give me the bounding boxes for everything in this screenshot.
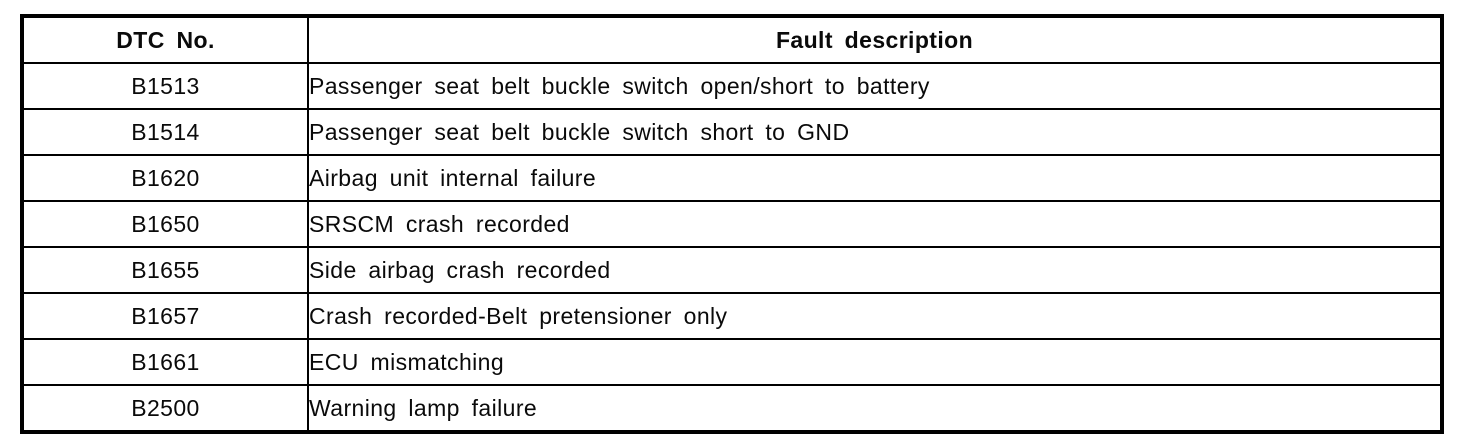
fault-description-cell: Passenger seat belt buckle switch open/s… — [307, 62, 1443, 110]
table-row: B1513 Passenger seat belt buckle switch … — [21, 62, 1443, 110]
fault-description-cell: SRSCM crash recorded — [307, 200, 1443, 248]
dtc-code-cell: B1513 — [21, 62, 309, 110]
table-row: B1661 ECU mismatching — [21, 338, 1443, 386]
dtc-code-cell: B1620 — [21, 154, 309, 202]
dtc-code-cell: B1655 — [21, 246, 309, 294]
fault-description-cell: Warning lamp failure — [307, 384, 1443, 433]
table-row: B1650 SRSCM crash recorded — [21, 200, 1443, 248]
table-row: B1514 Passenger seat belt buckle switch … — [21, 108, 1443, 156]
table-body: B1513 Passenger seat belt buckle switch … — [21, 62, 1443, 433]
dtc-code-cell: B2500 — [21, 384, 309, 433]
table-header: DTC No. Fault description — [21, 15, 1443, 64]
table-row: B1657 Crash recorded-Belt pretensioner o… — [21, 292, 1443, 340]
dtc-column-header: DTC No. — [21, 15, 309, 64]
table-row: B2500 Warning lamp failure — [21, 384, 1443, 433]
fault-description-cell: ECU mismatching — [307, 338, 1443, 386]
header-row: DTC No. Fault description — [21, 15, 1443, 64]
dtc-fault-table: DTC No. Fault description B1513 Passenge… — [20, 14, 1444, 434]
fault-description-cell: Passenger seat belt buckle switch short … — [307, 108, 1443, 156]
dtc-code-cell: B1661 — [21, 338, 309, 386]
fault-description-column-header: Fault description — [307, 15, 1443, 64]
fault-description-cell: Airbag unit internal failure — [307, 154, 1443, 202]
table-row: B1655 Side airbag crash recorded — [21, 246, 1443, 294]
fault-description-cell: Side airbag crash recorded — [307, 246, 1443, 294]
dtc-code-cell: B1514 — [21, 108, 309, 156]
dtc-code-cell: B1650 — [21, 200, 309, 248]
fault-description-cell: Crash recorded-Belt pretensioner only — [307, 292, 1443, 340]
dtc-code-cell: B1657 — [21, 292, 309, 340]
table-row: B1620 Airbag unit internal failure — [21, 154, 1443, 202]
